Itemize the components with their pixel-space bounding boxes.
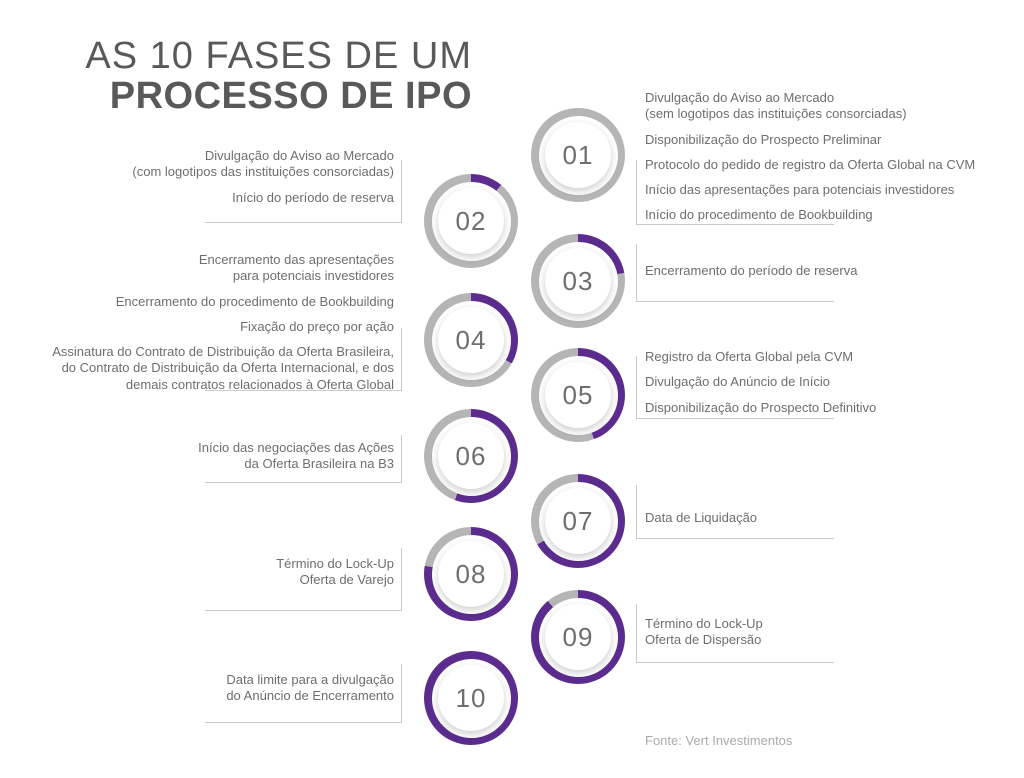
phase-item: Início das negociações das Ações da Ofer… [198,440,394,472]
phase-07-progress-ring: 07 [531,474,625,568]
phase-number: 07 [562,505,594,536]
phase-disc: 03 [545,248,611,314]
phase-number: 10 [455,682,487,713]
phase-09-text-block: Término do Lock-Up Oferta de Dispersão [645,616,997,649]
ring-hole: 04 [431,300,511,380]
phase-03-text-block: Encerramento do período de reserva [645,263,997,279]
phase-item: Início do período de reserva [232,189,394,205]
phase-06-progress-ring: 06 [424,409,518,503]
phase-02-progress-ring: 02 [424,174,518,268]
phase-02-text-block: Divulgação do Aviso ao Mercado (com logo… [60,148,394,206]
phase-05-progress-ring: 05 [531,348,625,442]
phase-number: 09 [562,621,594,652]
ring-hole: 01 [538,115,618,195]
phase-item: Disponibilização do Prospecto Preliminar [645,131,882,147]
phase-item: Divulgação do Aviso ao Mercado (sem logo… [645,90,907,122]
phase-07-bracket-line [636,485,834,539]
phase-06-text-block: Início das negociações das Ações da Ofer… [60,440,394,473]
phase-item: Encerramento do período de reserva [645,263,858,278]
phase-disc: 07 [545,488,611,554]
phase-item: Encerramento do procedimento de Bookbuil… [115,293,394,309]
phase-03-progress-ring: 03 [531,234,625,328]
ring-hole: 03 [538,241,618,321]
phase-04-text-block: Encerramento das apresentações para pote… [35,252,394,393]
phase-09-bracket-line [636,604,834,663]
phase-01-text-block: Divulgação do Aviso ao Mercado (sem logo… [645,90,997,224]
phase-02-bracket-line [205,160,402,223]
phase-item: Disponibilização do Prospecto Definitivo [645,399,877,415]
phase-04-bracket-line [205,328,402,391]
phase-disc: 06 [438,423,504,489]
phase-item: Início do procedimento de Bookbuilding [645,207,873,223]
phase-disc: 04 [438,307,504,373]
phase-number: 03 [562,265,594,296]
phase-disc: 02 [438,188,504,254]
ring-hole: 02 [431,181,511,261]
phase-09-progress-ring: 09 [531,590,625,684]
ring-hole: 09 [538,597,618,677]
source-credit: Fonte: Vert Investimentos [645,733,793,748]
phase-10-bracket-line [205,664,402,723]
phase-05-text-block: Registro da Oferta Global pela CVM Divulg… [645,349,997,416]
phase-item: Divulgação do Anúncio de Início [645,374,831,390]
phase-item: Fixação do preço por ação [240,318,394,334]
page-title: AS 10 FASES DE UM PROCESSO DE IPO [68,35,472,118]
phase-08-bracket-line [205,548,402,611]
ring-hole: 05 [538,355,618,435]
phase-disc: 01 [545,122,611,188]
phase-05-bracket-line [636,356,834,419]
title-line-2: PROCESSO DE IPO [109,75,472,118]
phase-item: Data limite para a divulgação do Anúncio… [226,672,394,704]
phase-disc: 08 [438,541,504,607]
phase-06-bracket-line [205,435,402,483]
phase-item: Divulgação do Aviso ao Mercado (com logo… [132,148,394,180]
ring-hole: 10 [431,658,511,738]
phase-10-text-block: Data limite para a divulgação do Anúncio… [60,672,394,705]
phase-item: Início das apresentações para potenciais… [645,182,955,197]
phase-disc: 10 [438,665,504,731]
phase-number: 04 [455,324,487,355]
phase-01-progress-ring: 01 [531,108,625,202]
phase-item: Protocolo do pedido de registro da Ofert… [645,156,976,172]
ring-hole: 07 [538,481,618,561]
phase-item: Data de Liquidação [645,510,758,525]
phase-item: Término do Lock-Up Oferta de Varejo [276,556,394,588]
phase-08-text-block: Término do Lock-Up Oferta de Varejo [60,556,394,589]
phase-07-text-block: Data de Liquidação [645,510,997,526]
phase-04-progress-ring: 04 [424,293,518,387]
phase-item: Encerramento das apresentações para pote… [198,252,394,284]
phase-number: 02 [455,205,487,236]
ring-hole: 06 [431,416,511,496]
phase-item: Assinatura do Contrato de Distribuição d… [52,344,394,392]
phase-item: Registro da Oferta Global pela CVM [645,349,854,364]
phase-01-bracket-line [636,160,834,225]
phase-10-progress-ring: 10 [424,651,518,745]
phase-disc: 05 [545,362,611,428]
phase-03-bracket-line [636,244,834,302]
phase-number: 05 [562,379,594,410]
phase-disc: 09 [545,604,611,670]
phase-number: 06 [455,440,487,471]
phase-number: 01 [562,139,594,170]
phase-08-progress-ring: 08 [424,527,518,621]
phase-number: 08 [455,558,487,589]
title-line-1: AS 10 FASES DE UM [85,35,472,77]
ring-hole: 08 [431,534,511,614]
phase-item: Término do Lock-Up Oferta de Dispersão [645,616,763,648]
